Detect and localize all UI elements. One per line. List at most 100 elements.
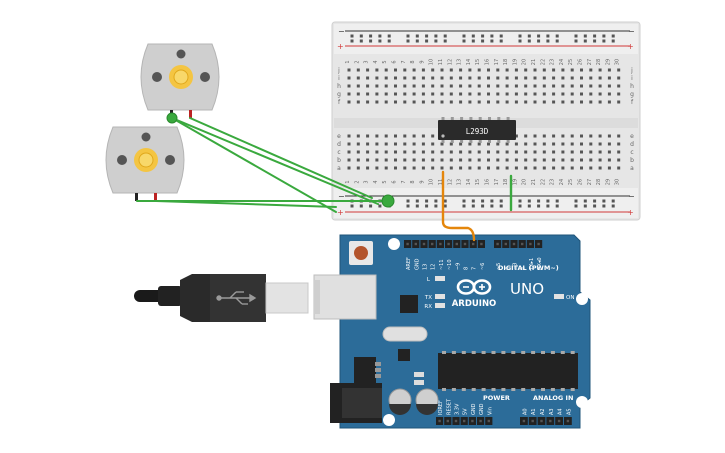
breadboard-hole[interactable]	[524, 76, 528, 80]
breadboard-hole[interactable]	[570, 100, 574, 104]
wire-endpoint-highlight[interactable]	[381, 194, 395, 208]
breadboard-hole[interactable]	[589, 142, 593, 146]
breadboard-hole[interactable]	[459, 68, 463, 72]
breadboard-hole[interactable]	[356, 100, 360, 104]
breadboard-hole[interactable]	[366, 76, 370, 80]
breadboard-hole[interactable]	[468, 142, 472, 146]
breadboard-hole[interactable]	[607, 76, 611, 80]
breadboard-hole[interactable]	[394, 142, 397, 146]
breadboard-hole[interactable]	[406, 39, 410, 43]
breadboard-hole[interactable]	[518, 39, 522, 43]
reset-button-cap[interactable]	[354, 246, 368, 260]
breadboard-hole[interactable]	[561, 100, 565, 104]
breadboard-hole[interactable]	[518, 204, 522, 208]
breadboard-hole[interactable]	[555, 34, 559, 38]
breadboard-hole[interactable]	[524, 92, 528, 96]
breadboard-hole[interactable]	[415, 204, 419, 208]
breadboard-hole[interactable]	[524, 166, 528, 170]
breadboard-hole[interactable]	[415, 199, 419, 203]
breadboard-hole[interactable]	[443, 204, 447, 208]
breadboard-hole[interactable]	[356, 158, 360, 162]
breadboard-hole[interactable]	[617, 100, 621, 104]
usb-cable[interactable]	[134, 274, 309, 322]
breadboard-hole[interactable]	[440, 150, 444, 154]
breadboard-hole[interactable]	[542, 150, 546, 154]
breadboard-hole[interactable]	[468, 92, 472, 96]
breadboard-hole[interactable]	[471, 34, 475, 38]
breadboard-hole[interactable]	[412, 158, 416, 162]
breadboard-hole[interactable]	[434, 199, 438, 203]
breadboard-hole[interactable]	[542, 166, 546, 170]
breadboard-hole[interactable]	[459, 158, 463, 162]
breadboard-hole[interactable]	[487, 158, 490, 162]
breadboard-hole[interactable]	[394, 134, 397, 138]
breadboard-hole[interactable]	[546, 204, 550, 208]
breadboard-hole[interactable]	[570, 142, 574, 146]
breadboard-hole[interactable]	[369, 34, 373, 38]
breadboard[interactable]: − + − + − + − + 112233445566778899101011…	[331, 21, 641, 221]
breadboard-hole[interactable]	[561, 166, 565, 170]
breadboard-hole[interactable]	[378, 34, 382, 38]
breadboard-hole[interactable]	[440, 158, 444, 162]
breadboard-hole[interactable]	[421, 134, 425, 138]
breadboard-hole[interactable]	[499, 34, 503, 38]
breadboard-hole[interactable]	[366, 166, 370, 170]
breadboard-hole[interactable]	[505, 100, 509, 104]
breadboard-hole[interactable]	[607, 150, 611, 154]
breadboard-hole[interactable]	[570, 68, 574, 72]
breadboard-hole[interactable]	[449, 84, 453, 88]
wire-endpoint-highlight[interactable]	[166, 112, 178, 124]
breadboard-hole[interactable]	[617, 134, 621, 138]
breadboard-hole[interactable]	[412, 76, 416, 80]
breadboard-hole[interactable]	[524, 134, 528, 138]
breadboard-hole[interactable]	[356, 150, 360, 154]
breadboard-hole[interactable]	[496, 142, 500, 146]
breadboard-hole[interactable]	[359, 34, 363, 38]
breadboard-hole[interactable]	[347, 166, 351, 170]
breadboard-hole[interactable]	[611, 204, 615, 208]
breadboard-hole[interactable]	[347, 68, 351, 72]
breadboard-hole[interactable]	[552, 84, 556, 88]
breadboard-hole[interactable]	[347, 100, 351, 104]
breadboard-hole[interactable]	[552, 134, 556, 138]
breadboard-hole[interactable]	[574, 34, 578, 38]
breadboard-hole[interactable]	[555, 204, 559, 208]
breadboard-hole[interactable]	[356, 76, 360, 80]
breadboard-hole[interactable]	[434, 39, 438, 43]
breadboard-hole[interactable]	[555, 39, 559, 43]
breadboard-hole[interactable]	[431, 76, 435, 80]
breadboard-hole[interactable]	[499, 39, 503, 43]
breadboard-hole[interactable]	[375, 158, 379, 162]
breadboard-hole[interactable]	[598, 158, 602, 162]
breadboard-hole[interactable]	[477, 92, 481, 96]
breadboard-hole[interactable]	[583, 204, 587, 208]
breadboard-hole[interactable]	[617, 158, 621, 162]
breadboard-hole[interactable]	[412, 142, 416, 146]
breadboard-hole[interactable]	[350, 204, 354, 208]
breadboard-hole[interactable]	[431, 166, 435, 170]
breadboard-hole[interactable]	[403, 158, 407, 162]
breadboard-hole[interactable]	[425, 204, 429, 208]
breadboard-hole[interactable]	[487, 166, 490, 170]
breadboard-hole[interactable]	[602, 204, 606, 208]
breadboard-hole[interactable]	[481, 39, 485, 43]
breadboard-hole[interactable]	[366, 84, 370, 88]
breadboard-hole[interactable]	[518, 34, 522, 38]
breadboard-hole[interactable]	[496, 150, 500, 154]
breadboard-hole[interactable]	[449, 158, 453, 162]
breadboard-hole[interactable]	[514, 142, 518, 146]
breadboard-hole[interactable]	[384, 142, 388, 146]
breadboard-hole[interactable]	[499, 199, 503, 203]
breadboard-hole[interactable]	[542, 84, 546, 88]
breadboard-hole[interactable]	[589, 150, 593, 154]
breadboard-hole[interactable]	[394, 92, 397, 96]
breadboard-hole[interactable]	[459, 76, 463, 80]
breadboard-hole[interactable]	[617, 84, 621, 88]
breadboard-hole[interactable]	[555, 199, 559, 203]
breadboard-hole[interactable]	[384, 84, 388, 88]
breadboard-hole[interactable]	[440, 92, 444, 96]
breadboard-hole[interactable]	[561, 134, 565, 138]
breadboard-hole[interactable]	[387, 34, 391, 38]
breadboard-hole[interactable]	[524, 84, 528, 88]
breadboard-hole[interactable]	[570, 150, 574, 154]
